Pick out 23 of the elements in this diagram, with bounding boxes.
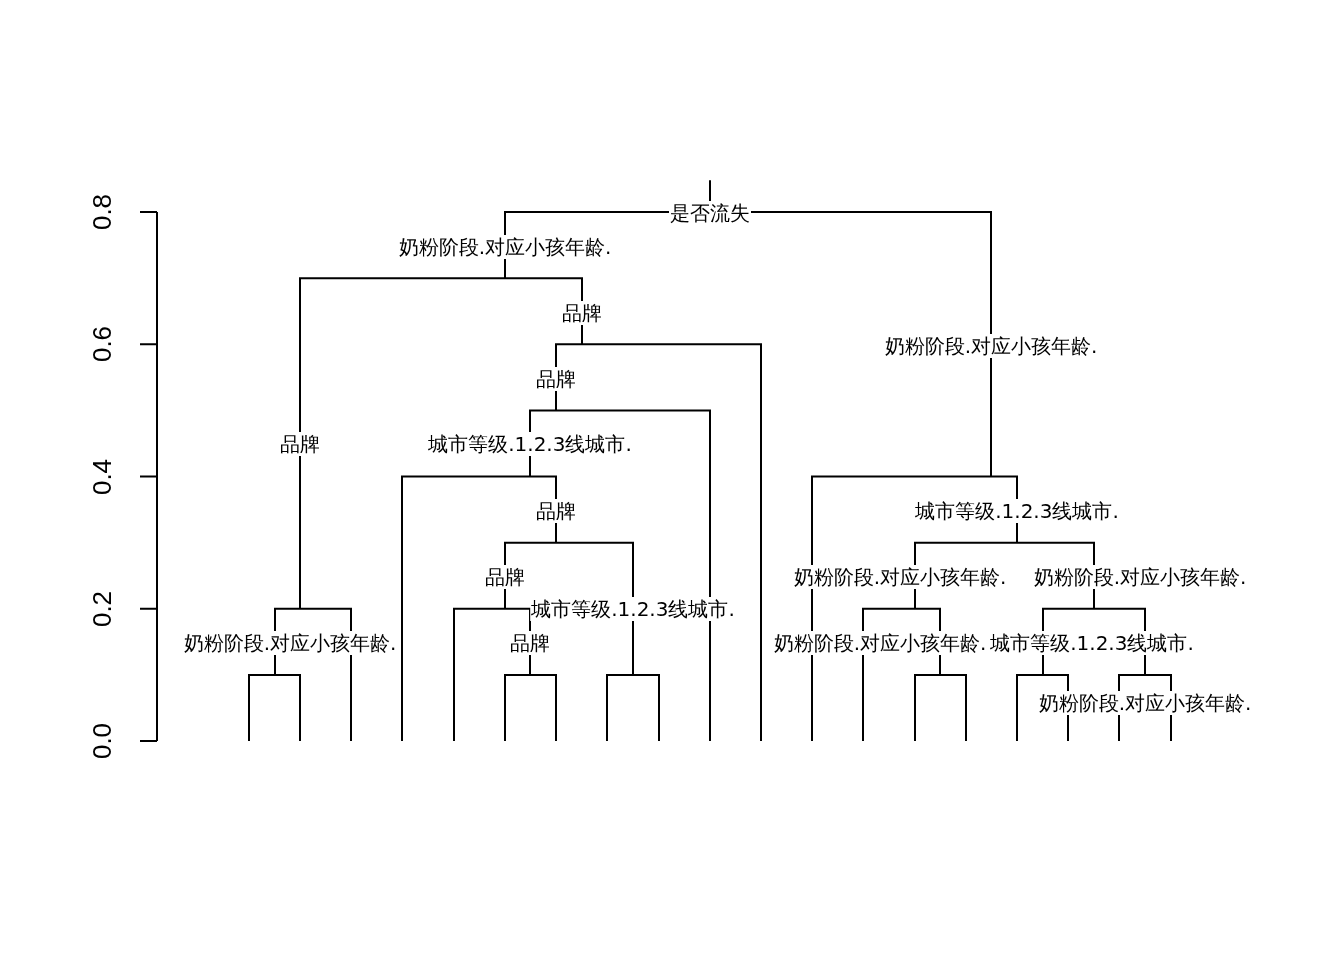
split-label: 奶粉阶段.对应小孩年龄. xyxy=(1037,691,1253,715)
split-label: 品牌 xyxy=(561,301,603,325)
split-label: 品牌 xyxy=(279,432,321,456)
tick-label: 0.2 xyxy=(87,590,117,627)
split-label: 品牌 xyxy=(484,565,526,589)
split-label: 品牌 xyxy=(535,499,577,523)
split-label: 奶粉阶段.对应小孩年龄. xyxy=(792,565,1008,589)
tick-label: 0.4 xyxy=(87,458,117,495)
tick-label: 0.8 xyxy=(87,193,117,231)
split-label: 城市等级.1.2.3线城市. xyxy=(427,432,633,456)
tick-label: 0.6 xyxy=(87,326,117,363)
split-label: 城市等级.1.2.3线城市. xyxy=(530,597,736,621)
tick-label: 0.0 xyxy=(87,722,117,760)
split-label: 奶粉阶段.对应小孩年龄. xyxy=(397,235,613,259)
split-label: 奶粉阶段.对应小孩年龄. xyxy=(883,334,1099,358)
split-label: 城市等级.1.2.3线城市. xyxy=(989,631,1195,655)
split-label: 品牌 xyxy=(535,367,577,391)
split-label: 是否流失 xyxy=(669,201,751,225)
split-label: 奶粉阶段.对应小孩年龄. xyxy=(182,631,398,655)
split-label: 奶粉阶段.对应小孩年龄. xyxy=(772,631,988,655)
split-label: 奶粉阶段.对应小孩年龄. xyxy=(1032,565,1248,589)
split-label: 品牌 xyxy=(509,631,551,655)
split-label: 城市等级.1.2.3线城市. xyxy=(914,499,1120,523)
